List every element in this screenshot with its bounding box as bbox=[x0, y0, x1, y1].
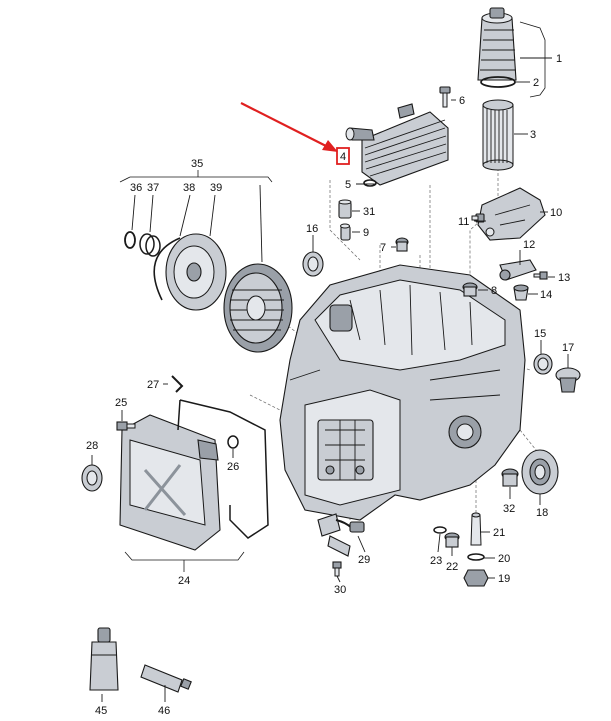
label-36: 36 bbox=[130, 182, 142, 194]
oil-pan-gasket bbox=[177, 399, 269, 539]
label-24: 24 bbox=[178, 575, 190, 587]
bolt-25 bbox=[116, 421, 136, 431]
label-13: 13 bbox=[558, 272, 570, 284]
highlight-arrow bbox=[240, 102, 338, 152]
spring-37b bbox=[145, 235, 161, 257]
leader-lines bbox=[91, 57, 569, 702]
label-7: 7 bbox=[380, 242, 386, 254]
label-22: 22 bbox=[446, 561, 458, 573]
label-20: 20 bbox=[498, 553, 510, 565]
label-11: 11 bbox=[458, 216, 469, 228]
grouping-brackets bbox=[119, 21, 552, 572]
label-1: 1 bbox=[556, 53, 562, 65]
bracket bbox=[477, 187, 546, 241]
circlip-36 bbox=[124, 231, 136, 249]
sensor-bolt bbox=[533, 271, 548, 280]
ring-38 bbox=[153, 237, 181, 301]
oil-cooler-bolt bbox=[439, 86, 451, 108]
label-2: 2 bbox=[533, 77, 539, 89]
clutch-assembly bbox=[124, 231, 293, 353]
label-46: 46 bbox=[158, 705, 170, 717]
label-15: 15 bbox=[534, 328, 546, 340]
label-25: 25 bbox=[115, 397, 127, 409]
label-29: 29 bbox=[358, 554, 370, 566]
plug-17 bbox=[555, 367, 581, 393]
label-6: 6 bbox=[459, 95, 465, 107]
label-31: 31 bbox=[363, 206, 375, 218]
plug-14 bbox=[513, 284, 529, 301]
seal-20 bbox=[467, 553, 485, 561]
shaft-seal-18 bbox=[521, 449, 559, 495]
label-12: 12 bbox=[523, 239, 535, 251]
pin-9 bbox=[340, 223, 351, 241]
bolt-30 bbox=[332, 561, 342, 577]
plug-7 bbox=[395, 237, 409, 252]
bracket-bolt bbox=[471, 213, 485, 223]
sensor-bracket bbox=[499, 259, 537, 281]
spring-37a bbox=[139, 233, 155, 255]
plug-32 bbox=[501, 468, 519, 487]
highlighted-callout-box bbox=[336, 147, 350, 165]
label-45: 45 bbox=[95, 705, 107, 717]
label-21: 21 bbox=[493, 527, 505, 539]
label-26: 26 bbox=[227, 461, 239, 473]
clutch-pack bbox=[223, 263, 293, 353]
oil-cooler-seal bbox=[363, 179, 377, 187]
dipstick-tube-21 bbox=[470, 512, 482, 546]
label-17: 17 bbox=[562, 342, 574, 354]
oil-cooler bbox=[345, 103, 449, 186]
label-16: 16 bbox=[306, 223, 318, 235]
label-3: 3 bbox=[530, 129, 536, 141]
label-37: 37 bbox=[147, 182, 159, 194]
label-4: 4 bbox=[340, 151, 346, 163]
valve-body bbox=[304, 389, 401, 506]
label-35: 35 bbox=[191, 158, 203, 170]
label-32: 32 bbox=[503, 503, 515, 515]
label-8: 8 bbox=[491, 285, 497, 297]
shaft-seal-16 bbox=[302, 251, 324, 277]
label-23: 23 bbox=[430, 555, 442, 567]
clip-27 bbox=[171, 375, 184, 393]
sealant-tube bbox=[140, 664, 192, 693]
label-10: 10 bbox=[550, 207, 562, 219]
label-19: 19 bbox=[498, 573, 510, 585]
label-5: 5 bbox=[345, 179, 351, 191]
label-30: 30 bbox=[334, 584, 346, 596]
plug-28 bbox=[81, 464, 103, 492]
pin-31 bbox=[338, 199, 352, 219]
seal-26 bbox=[227, 435, 239, 449]
label-39: 39 bbox=[210, 182, 222, 194]
nut-19 bbox=[463, 569, 489, 587]
oil-filter-element bbox=[482, 99, 514, 171]
label-14: 14 bbox=[540, 289, 552, 301]
housing-port-left bbox=[329, 304, 353, 332]
oil-filter-housing bbox=[477, 7, 517, 81]
label-38: 38 bbox=[183, 182, 195, 194]
label-18: 18 bbox=[536, 507, 548, 519]
plug-8 bbox=[462, 282, 478, 297]
seal-23 bbox=[433, 526, 447, 534]
seal-15 bbox=[533, 353, 553, 375]
part-labels: 1 2 3 4 5 6 7 8 9 10 11 12 13 14 15 16 1… bbox=[86, 53, 574, 717]
sensor-harness-29 bbox=[317, 513, 365, 557]
plug-22 bbox=[444, 532, 460, 548]
oil-bottle bbox=[89, 627, 119, 691]
label-9: 9 bbox=[363, 227, 369, 239]
label-28: 28 bbox=[86, 440, 98, 452]
label-27: 27 bbox=[147, 379, 159, 391]
clutch-drum-39 bbox=[165, 233, 227, 311]
oil-pan bbox=[119, 414, 221, 551]
